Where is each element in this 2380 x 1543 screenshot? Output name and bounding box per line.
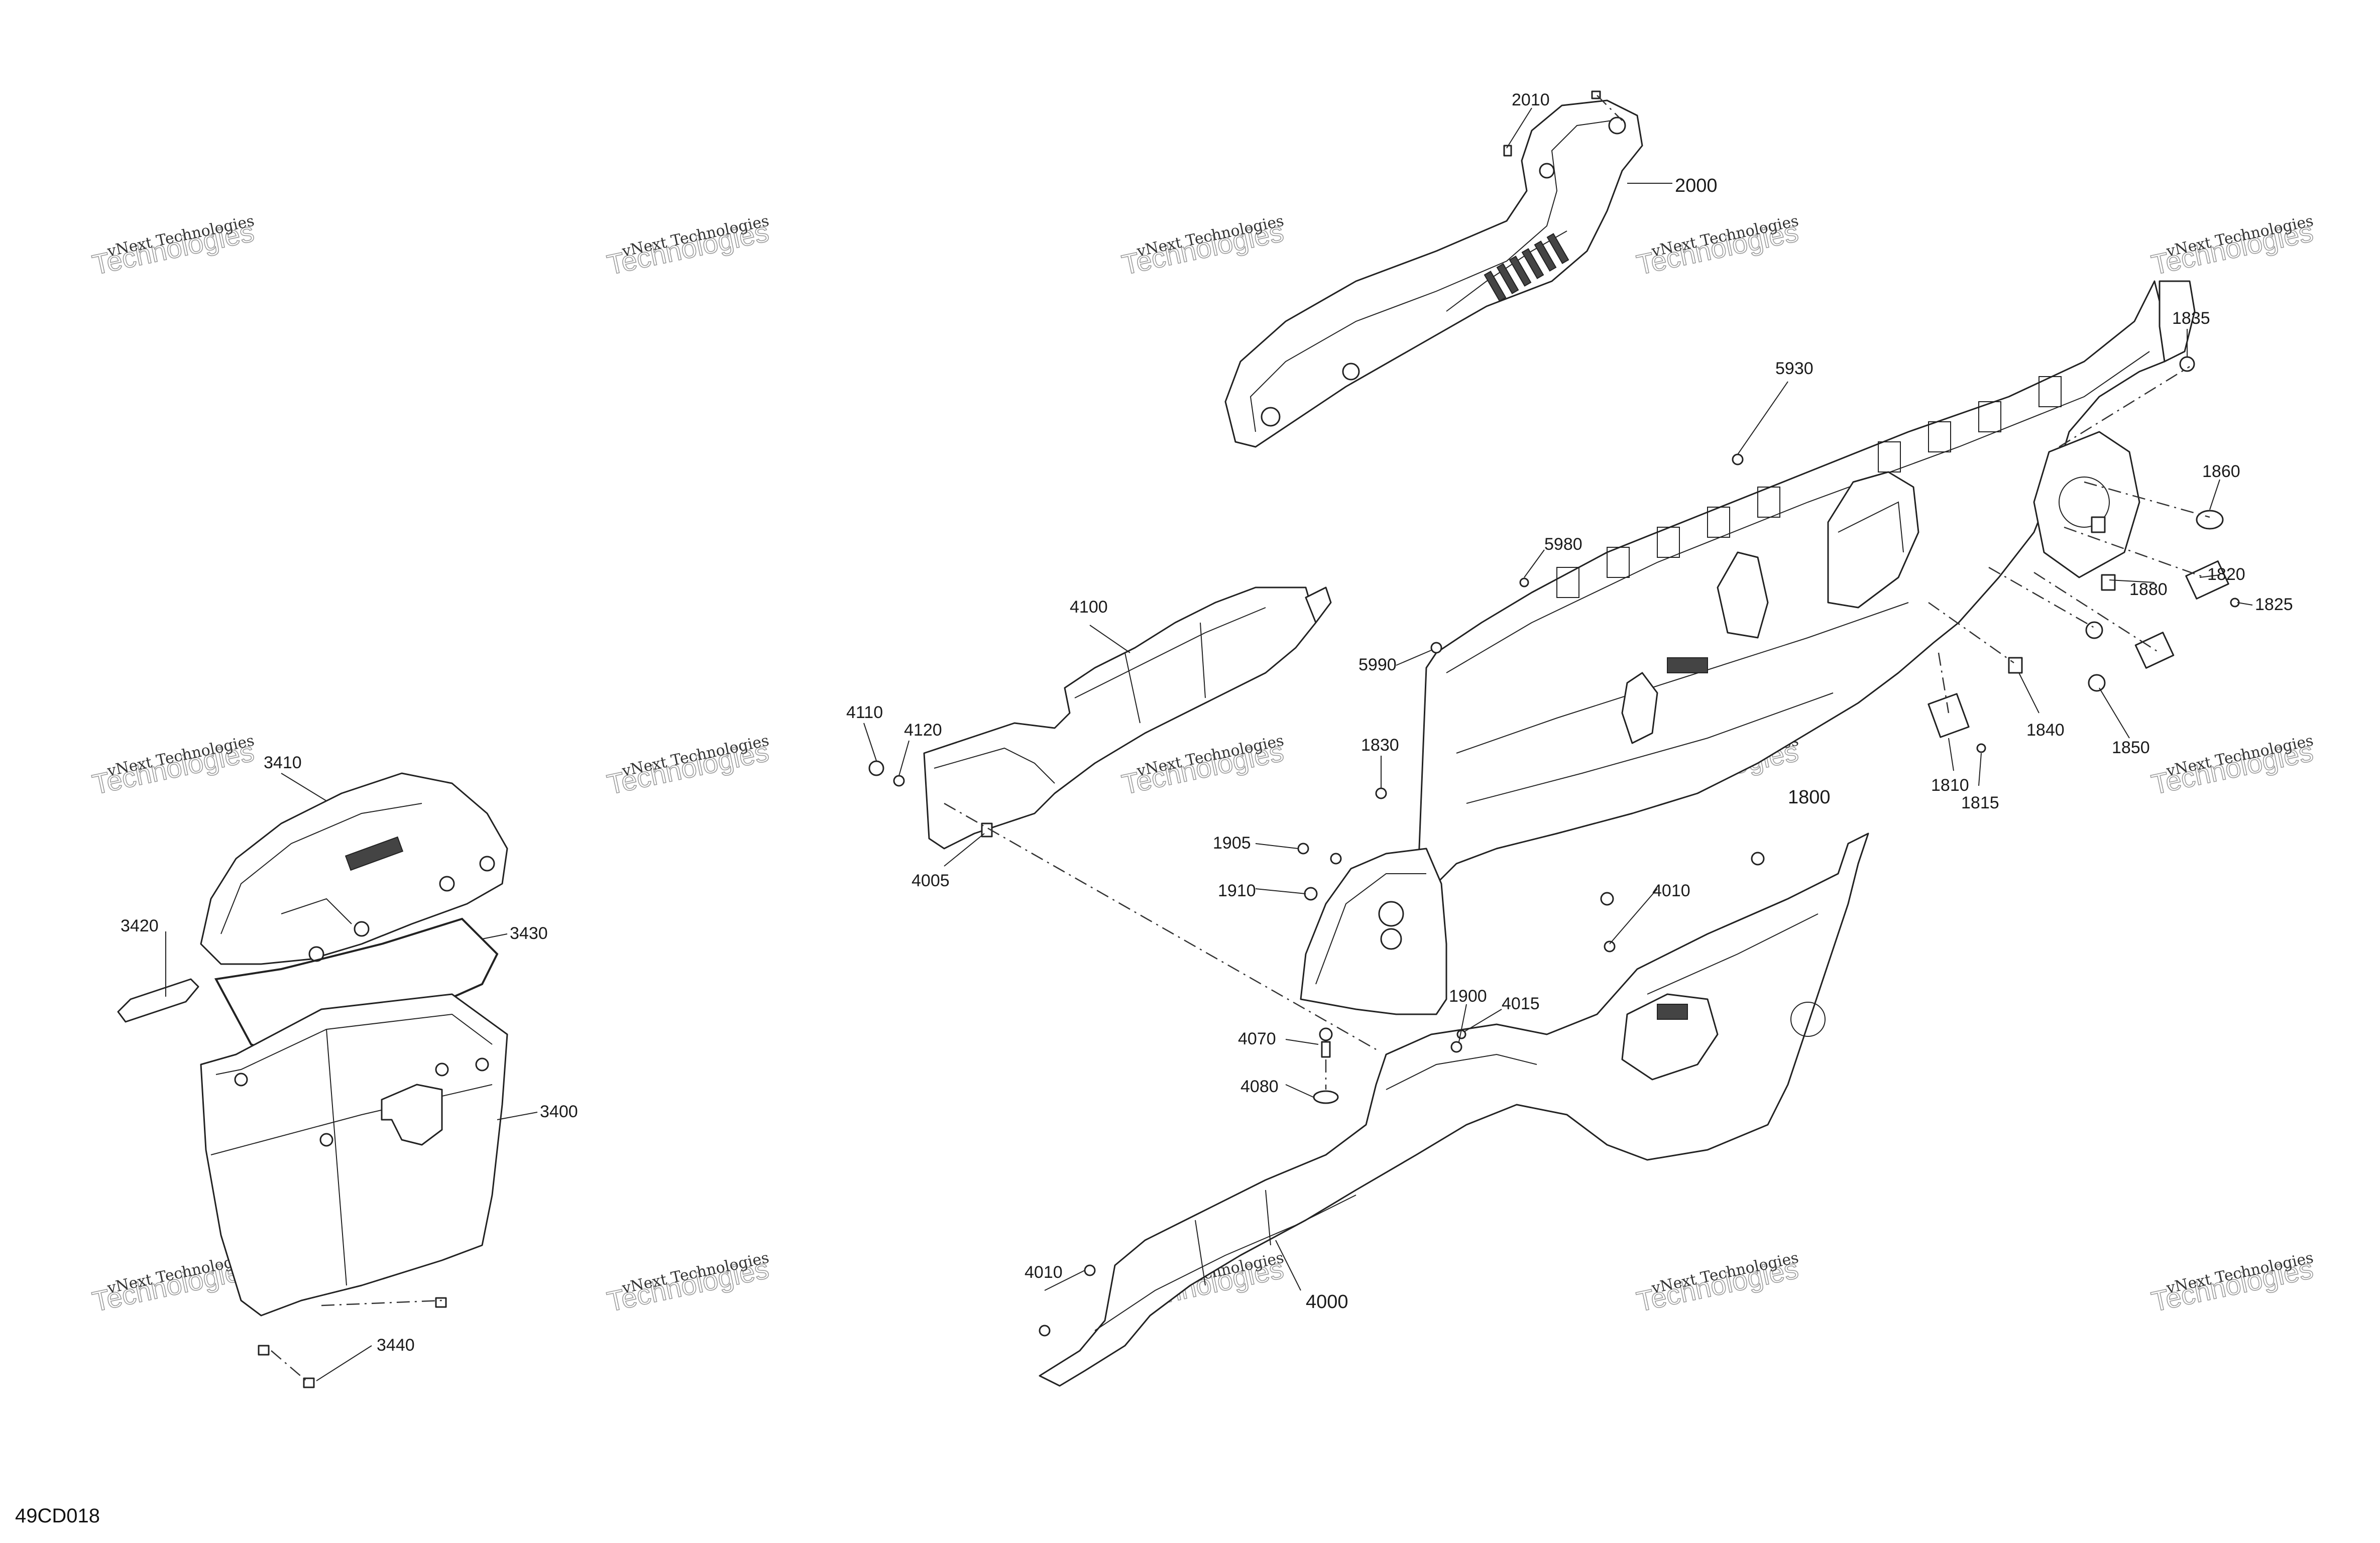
callout-1835: 1835 <box>2172 309 2210 328</box>
callout-4010-lower: 4010 <box>1025 1263 1063 1282</box>
callout-4010-upper: 4010 <box>1652 881 1690 900</box>
callout-labels: 2010 2000 1835 5930 1860 5980 1880 1820 … <box>121 90 2293 1355</box>
callout-1850: 1850 <box>2112 738 2150 757</box>
small-hardware <box>1039 356 2240 1337</box>
callout-3430: 3430 <box>510 924 548 943</box>
callout-4110: 4110 <box>846 703 883 722</box>
callout-3420: 3420 <box>121 916 159 935</box>
leader-lines <box>165 107 2253 1381</box>
callout-4070: 4070 <box>1238 1029 1276 1048</box>
callout-4120: 4120 <box>904 721 942 740</box>
callout-1900: 1900 <box>1449 987 1487 1006</box>
callout-1860: 1860 <box>2202 462 2240 481</box>
figure-code: 49CD018 <box>15 1505 100 1527</box>
part-1800-main-panel <box>1300 280 2196 1015</box>
callout-5930: 5930 <box>1775 359 1814 378</box>
callout-3400: 3400 <box>540 1102 578 1121</box>
part-3400-storage-box <box>117 772 508 1388</box>
part-4000-lower-duct <box>1039 833 1869 1387</box>
callout-4100: 4100 <box>1070 598 1108 617</box>
part-4100-upper-duct <box>868 586 1332 850</box>
callout-4005: 4005 <box>912 871 950 890</box>
callout-5990: 5990 <box>1358 655 1397 674</box>
callout-1910: 1910 <box>1218 881 1256 900</box>
callout-3440: 3440 <box>377 1336 415 1355</box>
callout-1820: 1820 <box>2207 565 2245 584</box>
callout-4015: 4015 <box>1502 994 1540 1013</box>
callout-1815: 1815 <box>1961 793 1999 812</box>
callout-2010: 2010 <box>1512 90 1550 109</box>
callout-1800: 1800 <box>1788 787 1831 808</box>
callout-1840: 1840 <box>2026 721 2065 740</box>
part-2000-rail-cover <box>1224 90 1643 448</box>
callout-3410: 3410 <box>264 753 302 772</box>
assembly-lines <box>271 95 2210 1381</box>
callout-4080: 4080 <box>1240 1077 1279 1096</box>
callout-4000: 4000 <box>1306 1291 1348 1313</box>
callout-1810: 1810 <box>1931 776 1969 795</box>
callout-1830: 1830 <box>1361 736 1399 755</box>
callout-5980: 5980 <box>1544 535 1582 554</box>
callout-1825: 1825 <box>2255 595 2293 614</box>
callout-1880: 1880 <box>2129 580 2168 599</box>
callout-1905: 1905 <box>1213 834 1251 853</box>
callout-2000: 2000 <box>1675 175 1718 196</box>
